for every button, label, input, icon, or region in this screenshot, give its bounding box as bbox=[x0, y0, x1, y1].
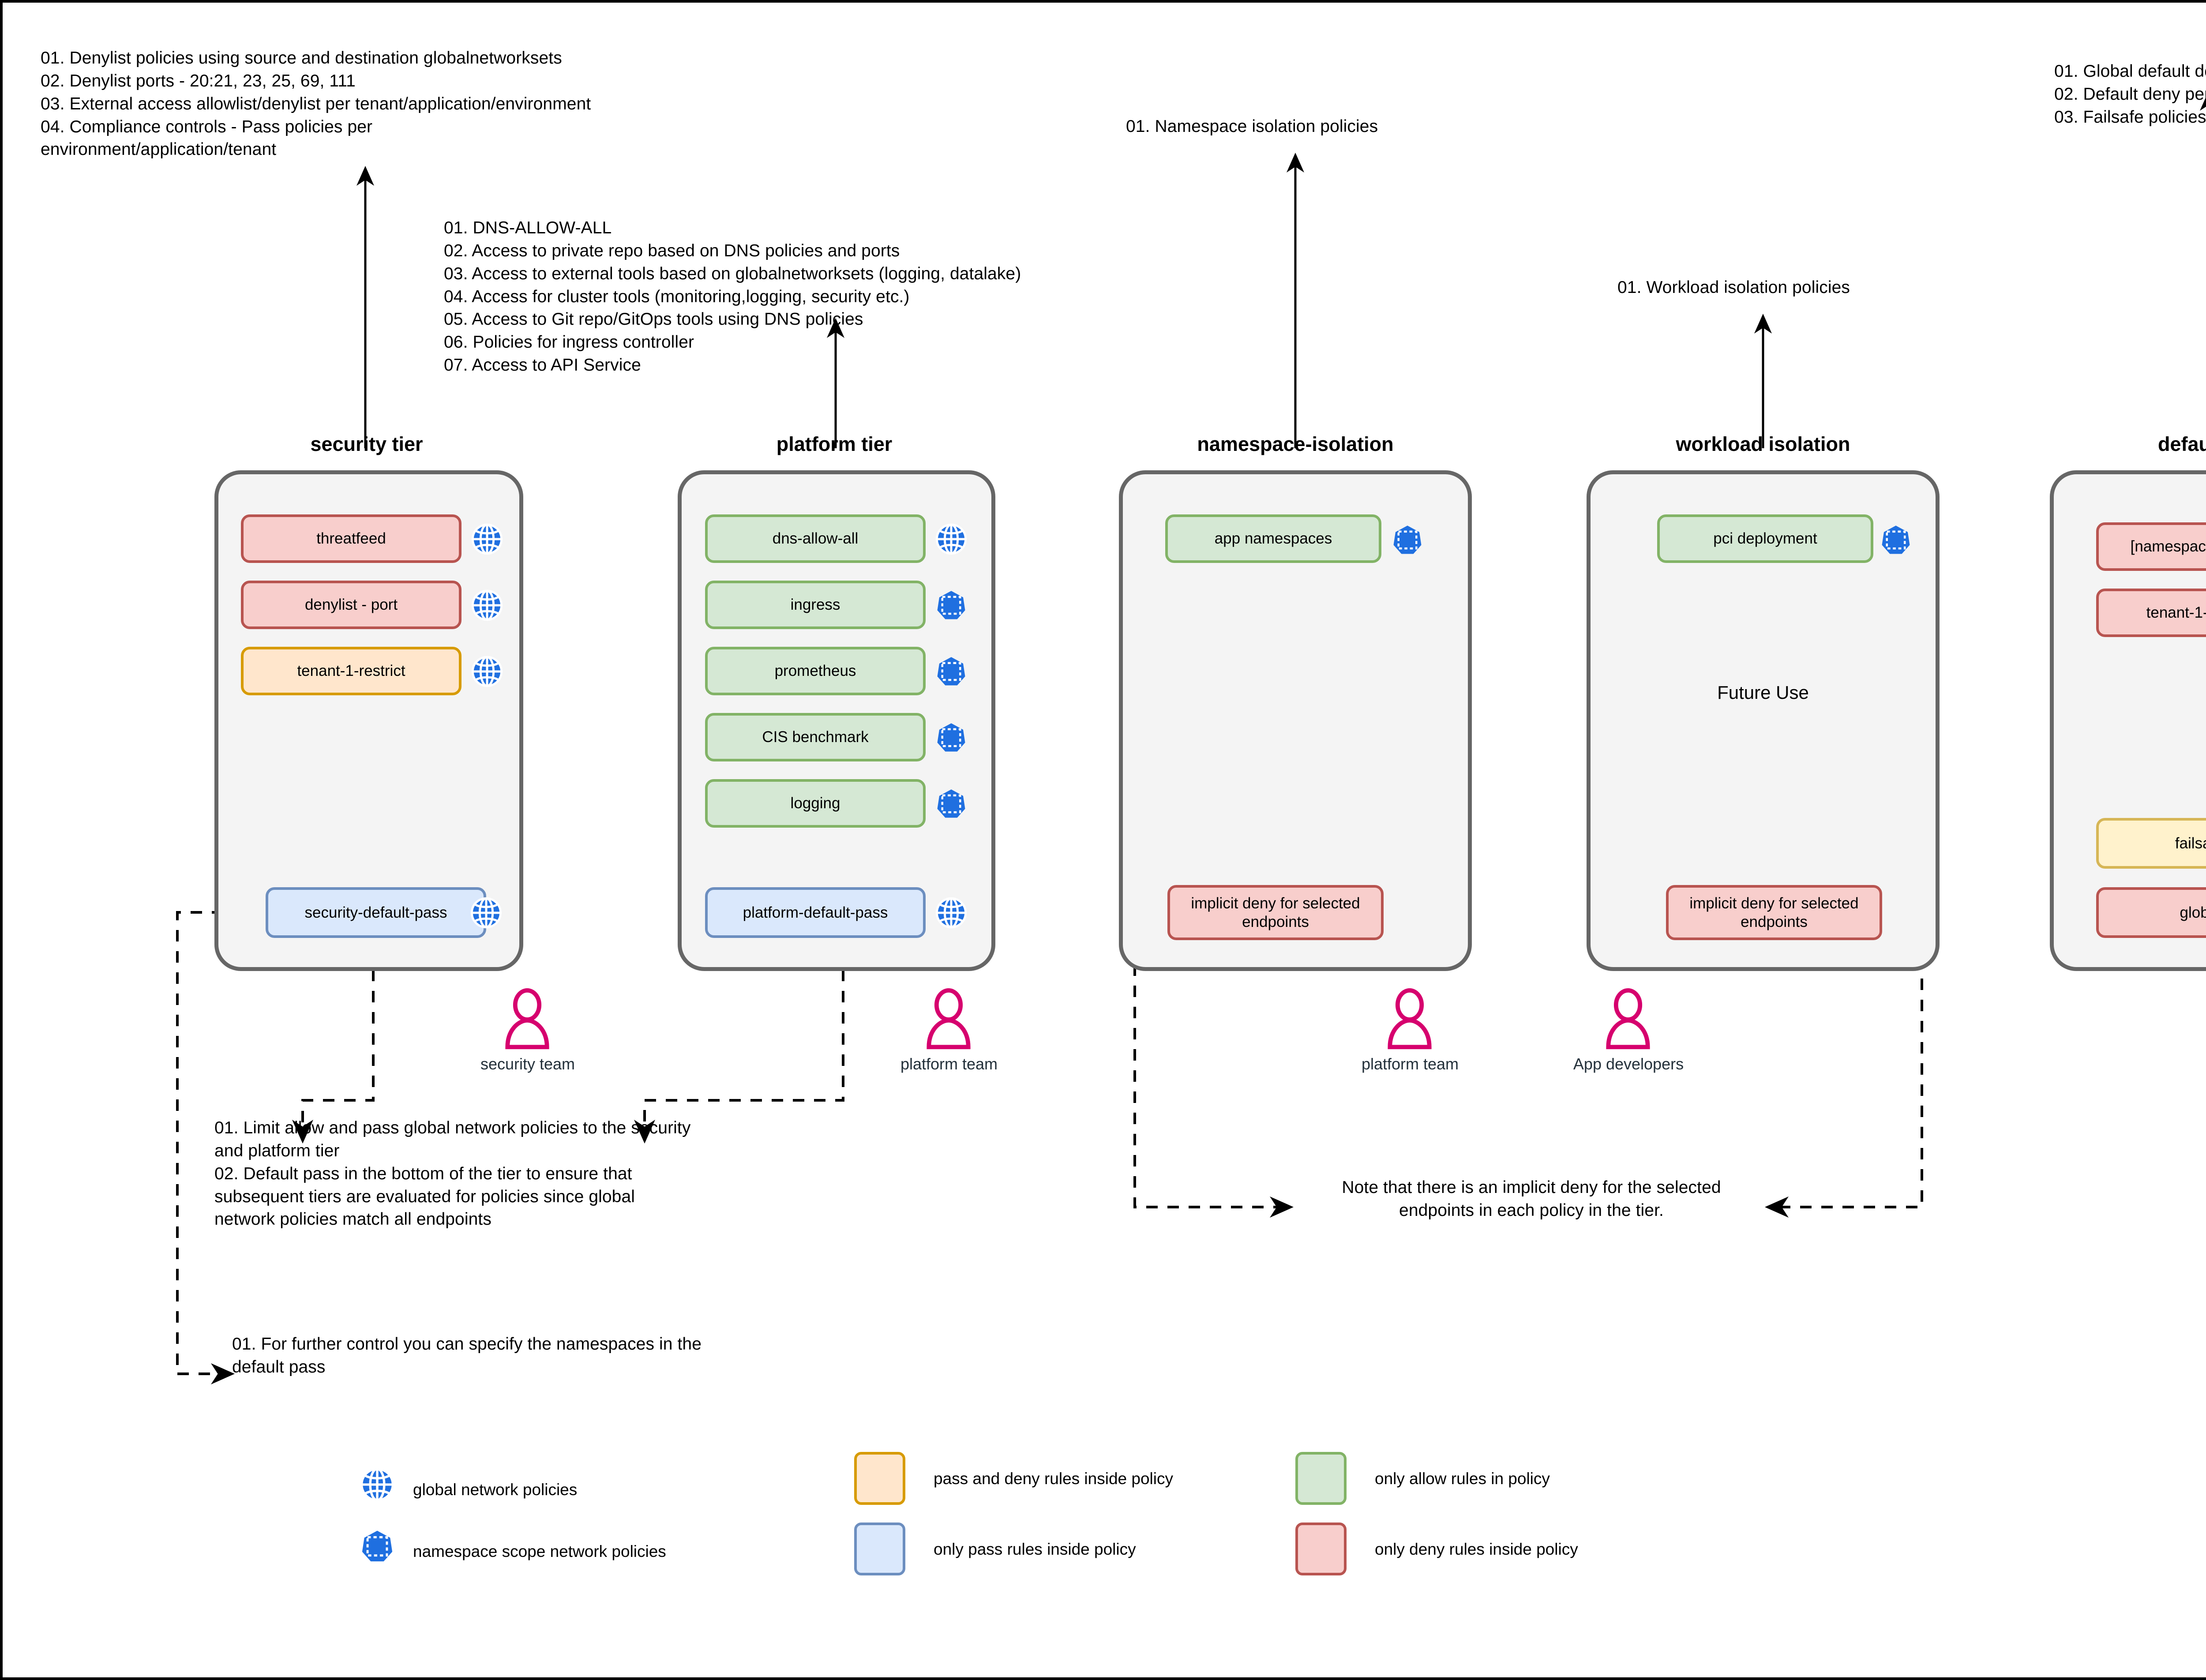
legend-label-namespace-scope-network-policies: namespace scope network policies bbox=[413, 1542, 666, 1560]
tier-title-platform: platform tier bbox=[675, 433, 993, 456]
globe-icon bbox=[470, 897, 502, 929]
team-label-namespace-isolation: platform team bbox=[1361, 1055, 1459, 1073]
bottom-left-notes: 01. Limit allow and pass global network … bbox=[214, 1118, 691, 1229]
team-label-workload-isolation: App developers bbox=[1573, 1055, 1684, 1073]
tier-title-default: default tier bbox=[2050, 433, 2206, 456]
tier-title-namespace-isolation: namespace-isolation bbox=[1119, 433, 1472, 456]
policy-threatfeed[interactable]: threatfeed bbox=[241, 514, 461, 563]
policy-namespace-default-deny[interactable]: [namespace]-default-deny bbox=[2096, 522, 2206, 571]
policy-denylist-port[interactable]: denylist - port bbox=[241, 581, 461, 629]
team-label-platform: platform team bbox=[900, 1055, 998, 1073]
platform-tier-notes: 01. DNS-ALLOW-ALL 02. Access to private … bbox=[444, 218, 1021, 375]
dashed-namespace-deny-to-implicit-note bbox=[1133, 911, 1294, 1218]
policy-global-deny[interactable]: global-deny bbox=[2096, 887, 2206, 938]
policy-pci-deployment[interactable]: pci deployment bbox=[1657, 514, 1873, 563]
namespace-scope-icon bbox=[1393, 525, 1422, 554]
person-icon bbox=[1606, 988, 1650, 1050]
dashed-security-tier-to-bottom-notes bbox=[292, 970, 375, 1144]
policy-tenant-1-restrict[interactable]: tenant-1-restrict bbox=[241, 647, 461, 695]
future-use-label: Future Use bbox=[1717, 682, 1809, 703]
globe-icon bbox=[471, 523, 503, 555]
workload-isolation-note: 01. Workload isolation policies bbox=[1617, 278, 1850, 297]
policy-security-default-pass[interactable]: security-default-pass bbox=[266, 887, 486, 938]
policy-prometheus[interactable]: prometheus bbox=[705, 647, 926, 695]
legend-label-only-pass: only pass rules inside policy bbox=[934, 1540, 1136, 1558]
globe-icon bbox=[360, 1467, 394, 1502]
namespace-isolation-note: 01. Namespace isolation policies bbox=[1126, 117, 1378, 136]
legend-label-pass-and-deny: pass and deny rules inside policy bbox=[934, 1470, 1173, 1488]
tier-title-text: workload isolation bbox=[1676, 433, 1850, 455]
legend-swatch-only-allow bbox=[1295, 1452, 1347, 1505]
policy-failsafe-allow[interactable]: failsafe-allow bbox=[2096, 818, 2206, 869]
person-icon bbox=[505, 988, 549, 1050]
person-icon bbox=[1388, 988, 1432, 1050]
dashed-workload-deny-to-implicit-note bbox=[1765, 911, 1923, 1218]
legend-label-global-network-policies: global network policies bbox=[413, 1481, 578, 1499]
policy-implicit-deny-namespace[interactable]: implicit deny for selected endpoints bbox=[1167, 885, 1384, 940]
policy-app-namespaces[interactable]: app namespaces bbox=[1165, 514, 1381, 563]
legend-swatch-only-pass bbox=[854, 1522, 905, 1575]
globe-icon bbox=[935, 523, 967, 555]
policy-dns-allow-all[interactable]: dns-allow-all bbox=[705, 514, 926, 563]
tier-title-text: default tier bbox=[2157, 433, 2206, 455]
tier-title-text: namespace-isolation bbox=[1197, 433, 1394, 455]
dashed-platform-tier-to-bottom-notes bbox=[634, 970, 844, 1144]
namespace-scope-icon bbox=[362, 1530, 393, 1562]
namespace-scope-icon bbox=[937, 657, 965, 686]
tier-title-text: security tier bbox=[310, 433, 423, 455]
default-tier-notes: 01. Global default deny 02. Default deny… bbox=[2054, 62, 2206, 127]
tier-title-workload-isolation: workload isolation bbox=[1587, 433, 1940, 456]
team-label-security: security team bbox=[480, 1055, 575, 1073]
globe-icon bbox=[935, 897, 967, 929]
namespace-scope-icon bbox=[937, 723, 965, 752]
namespace-scope-icon bbox=[1882, 525, 1910, 554]
policy-implicit-deny-workload[interactable]: implicit deny for selected endpoints bbox=[1666, 885, 1882, 940]
legend-swatch-only-deny bbox=[1295, 1522, 1347, 1575]
policy-cis-benchmark[interactable]: CIS benchmark bbox=[705, 713, 926, 761]
policy-logging[interactable]: logging bbox=[705, 779, 926, 828]
person-icon bbox=[927, 988, 971, 1050]
bottom-left-note-2: 01. For further control you can specify … bbox=[232, 1335, 702, 1376]
legend-swatch-pass-and-deny bbox=[854, 1452, 905, 1505]
legend-label-only-deny: only deny rules inside policy bbox=[1375, 1540, 1578, 1558]
globe-icon bbox=[471, 656, 503, 687]
legend-label-only-allow: only allow rules in policy bbox=[1375, 1470, 1550, 1488]
globe-icon bbox=[471, 589, 503, 621]
namespace-scope-icon bbox=[937, 591, 965, 619]
namespace-scope-icon bbox=[937, 789, 965, 818]
tier-title-text: platform tier bbox=[776, 433, 893, 455]
tier-title-security: security tier bbox=[212, 433, 521, 456]
policy-ingress[interactable]: ingress bbox=[705, 581, 926, 629]
policy-tenant-1-default-deny[interactable]: tenant-1-default-deny bbox=[2096, 589, 2206, 637]
policy-platform-default-pass[interactable]: platform-default-pass bbox=[705, 887, 926, 938]
security-tier-notes: 01. Denylist policies using source and d… bbox=[41, 49, 591, 159]
implicit-deny-note: Note that there is an implicit deny for … bbox=[1342, 1178, 1721, 1220]
